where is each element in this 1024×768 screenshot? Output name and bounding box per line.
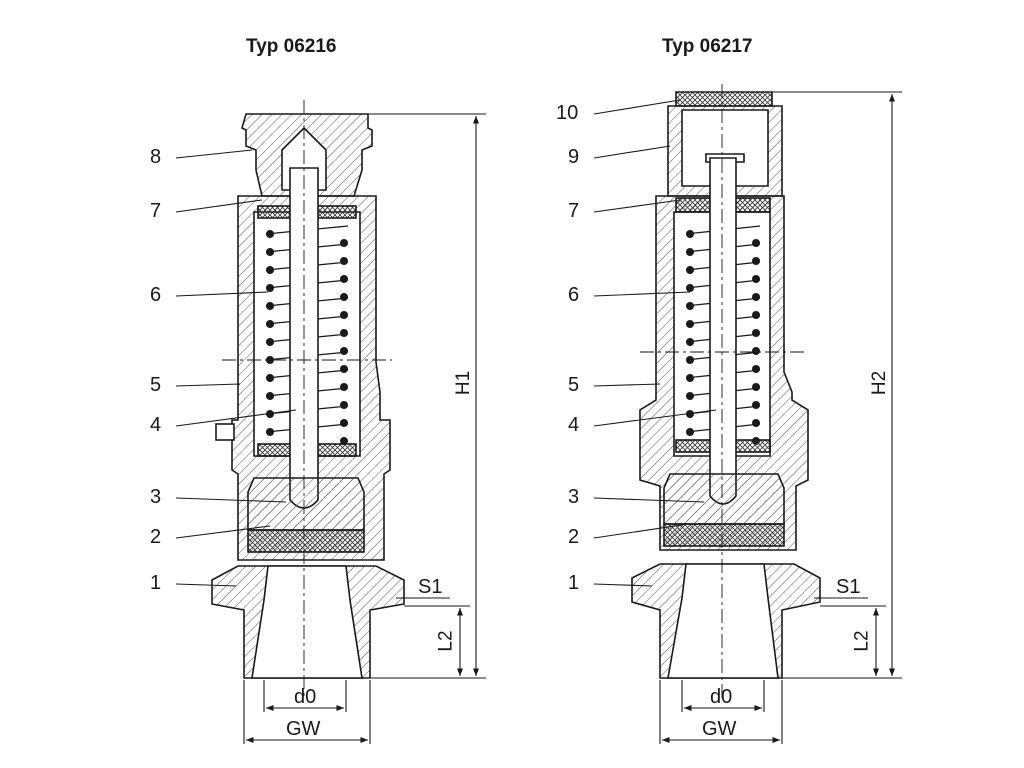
right-seal	[663, 523, 785, 547]
left-callout-1: 1	[150, 572, 162, 594]
left-diagram-title: Typ 06216	[246, 36, 337, 57]
right-s1-label: S1	[836, 576, 861, 598]
right-callout-6: 6	[568, 284, 580, 306]
left-s1-label: S1	[418, 576, 443, 598]
left-callout-6: 6	[150, 284, 162, 306]
right-spindle	[709, 157, 737, 505]
right-callout-1: 1	[568, 572, 580, 594]
left-valve	[211, 100, 405, 700]
right-disc	[663, 473, 785, 525]
left-gw-label: GW	[286, 718, 321, 740]
left-callout-8: 8	[150, 146, 162, 168]
right-callout-3: 3	[568, 486, 580, 508]
right-callout-10: 10	[556, 102, 579, 124]
left-disc	[247, 477, 365, 531]
right-diagram-title: Typ 06217	[662, 36, 753, 57]
left-seal	[247, 529, 365, 553]
right-callout-9: 9	[568, 146, 580, 168]
left-callout-3: 3	[150, 486, 162, 508]
right-callout-5: 5	[568, 374, 580, 396]
left-callout-7: 7	[150, 200, 162, 222]
right-callout-4: 4	[568, 414, 580, 436]
right-valve	[631, 84, 821, 700]
left-callout-4: 4	[150, 414, 162, 436]
left-callout-5: 5	[150, 374, 162, 396]
left-d0-label: d0	[294, 686, 317, 708]
right-callout-7: 7	[568, 200, 580, 222]
left-callout-2: 2	[150, 526, 162, 548]
right-top-cap	[675, 91, 773, 107]
right-gw-label: GW	[702, 718, 737, 740]
right-d0-label: d0	[710, 686, 733, 708]
right-callout-2: 2	[568, 526, 580, 548]
